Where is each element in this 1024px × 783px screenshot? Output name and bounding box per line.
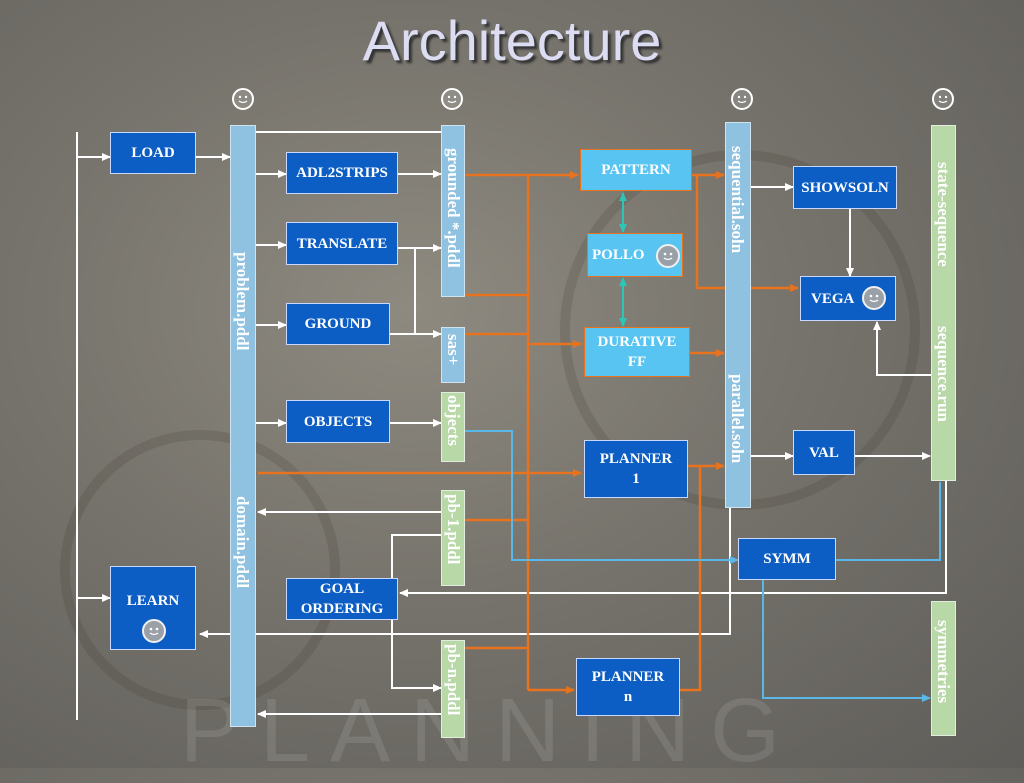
- vega-label: VEGA: [811, 290, 855, 307]
- line-grounded-to-problem-top: [239, 131, 441, 135]
- arrow-sequence-run-to-goal: [399, 480, 947, 597]
- arrow-objects-to-symm: [465, 430, 739, 564]
- smiley-icon: [232, 88, 254, 110]
- domain-pddl-label: domain.pddl: [233, 496, 252, 589]
- vega-box[interactable]: VEGA: [800, 276, 896, 321]
- pollo-label: POLLO: [592, 247, 645, 263]
- objects-bar-label: objects: [444, 395, 463, 446]
- symmetries-label: symmetries: [934, 620, 953, 704]
- sequential-soln-label: sequential.soln: [728, 146, 747, 254]
- parallel-soln-label: parallel.soln: [728, 374, 747, 464]
- val-box[interactable]: VAL: [793, 430, 855, 475]
- ground-box[interactable]: GROUND: [286, 303, 390, 345]
- pattern-box[interactable]: PATTERN: [580, 149, 692, 191]
- arrow-sequence-to-vega: [873, 321, 932, 376]
- soln-bar: [725, 122, 751, 508]
- smiley-icon: [142, 619, 166, 643]
- pbn-pddl-label: pb-n.pddl: [444, 644, 463, 716]
- learn-label: LEARN: [126, 593, 180, 609]
- pollo-box[interactable]: POLLO: [587, 233, 683, 277]
- smiley-icon: [731, 88, 753, 110]
- smiley-icon: [441, 88, 463, 110]
- grounded-pddl-label: grounded *.pddl: [444, 148, 463, 268]
- problem-pddl-label: problem.pddl: [233, 252, 252, 351]
- arrow-symm-to-symmetries: [762, 580, 931, 702]
- pb1-bar: [441, 490, 465, 586]
- objects-box[interactable]: OBJECTS: [286, 400, 390, 443]
- goal-ordering-line-1: GOAL: [319, 581, 365, 597]
- planner1-line-1: PLANNER: [599, 451, 673, 467]
- background-arc: [60, 430, 340, 710]
- line-plannern-to-parallel: [680, 466, 702, 692]
- translate-box[interactable]: TRANSLATE: [286, 222, 398, 265]
- symmetries-bar: [931, 601, 956, 736]
- plannern-line-2: n: [623, 689, 633, 705]
- planner1-box[interactable]: PLANNER 1: [584, 440, 688, 498]
- sequence-bar: [931, 125, 956, 481]
- arrow-parallel-to-learn: [199, 500, 731, 638]
- problem-domain-bar: [230, 125, 256, 727]
- durative-ff-box[interactable]: DURATIVE FF: [584, 327, 690, 377]
- smiley-icon: [656, 244, 680, 268]
- pb1-pddl-label: pb-1.pddl: [444, 494, 463, 565]
- objects-bar: [441, 392, 465, 462]
- adl2strips-box[interactable]: ADL2STRIPS: [286, 152, 398, 194]
- durative-line-2: FF: [627, 354, 647, 370]
- plannern-line-1: PLANNER: [591, 669, 665, 685]
- load-box[interactable]: LOAD: [110, 132, 196, 174]
- pbn-bar: [441, 640, 465, 738]
- symm-box[interactable]: SYMM: [738, 538, 836, 580]
- smiley-icon: [932, 88, 954, 110]
- grounded-bar: [441, 125, 465, 297]
- arrow-pattern-to-vega: [695, 175, 799, 292]
- arrow-translate-to-sas: [398, 247, 442, 338]
- planner1-line-2: 1: [632, 471, 640, 487]
- goal-ordering-line-2: ORDERING: [300, 601, 384, 617]
- sequence-run-label: sequence.run: [934, 326, 953, 422]
- goal-ordering-box[interactable]: GOAL ORDERING: [286, 578, 398, 620]
- durative-line-1: DURATIVE: [597, 334, 677, 350]
- slide-title: Architecture: [362, 9, 662, 72]
- background-watermark: PLANNING: [180, 681, 801, 781]
- sas-bar: [441, 327, 465, 383]
- smiley-icon: [862, 286, 886, 310]
- line-symm-to-sequence: [836, 482, 941, 561]
- plannern-box[interactable]: PLANNER n: [576, 658, 680, 716]
- arrow-goal-to-pbn: [391, 620, 442, 692]
- line-pb1-to-goal: [391, 534, 441, 578]
- state-sequence-label: state-sequence: [934, 162, 953, 267]
- showsoln-box[interactable]: SHOWSOLN: [793, 166, 897, 209]
- sas-label: sas+: [444, 334, 463, 366]
